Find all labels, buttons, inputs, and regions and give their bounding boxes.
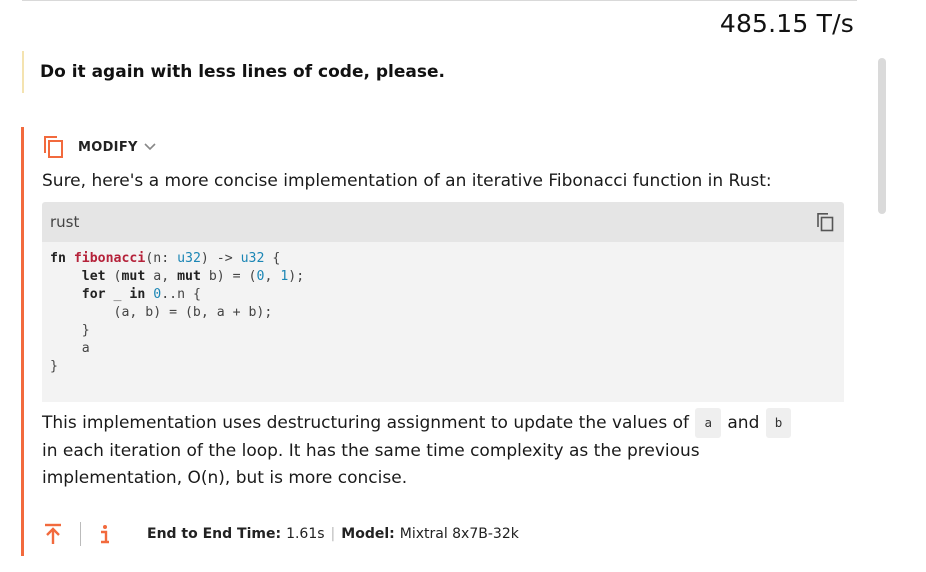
explanation-and: and bbox=[727, 413, 760, 433]
chevron-down-icon[interactable] bbox=[144, 143, 156, 151]
code-line: for _ in 0..n { bbox=[81, 287, 201, 302]
response-meta: End to End Time: 1.61s | Model: Mixtral … bbox=[147, 526, 519, 542]
explanation-text: This implementation uses destructuring a… bbox=[42, 413, 690, 433]
footer-divider bbox=[80, 522, 81, 546]
top-divider bbox=[22, 0, 857, 1]
arrow-up-icon[interactable] bbox=[44, 523, 62, 545]
info-icon[interactable] bbox=[99, 523, 111, 545]
code-language: rust bbox=[50, 213, 80, 231]
assistant-intro: Sure, here's a more concise implementati… bbox=[42, 171, 772, 191]
scrollbar-thumb[interactable] bbox=[878, 58, 886, 214]
copy-icon[interactable] bbox=[42, 135, 64, 159]
code-line: a bbox=[50, 341, 90, 356]
model-label: Model: bbox=[341, 526, 395, 542]
message-footer: End to End Time: 1.61s | Model: Mixtral … bbox=[42, 520, 519, 548]
inline-code-a: a bbox=[695, 408, 721, 438]
e2e-value: 1.61s bbox=[286, 526, 325, 542]
modify-menu[interactable]: MODIFY bbox=[42, 135, 156, 159]
e2e-label: End to End Time: bbox=[147, 526, 282, 542]
code-block: fn fibonacci(n: u32) -> u32 { let (mut a… bbox=[42, 242, 844, 402]
code-line: fn fibonacci(n: u32) -> u32 { bbox=[50, 251, 281, 266]
assistant-message: MODIFY Sure, here's a more concise imple… bbox=[21, 127, 851, 556]
code-line: (a, b) = (b, a + b); bbox=[50, 305, 273, 320]
code-line: } bbox=[50, 359, 58, 374]
model-value: Mixtral 8x7B-32k bbox=[399, 526, 519, 542]
tokens-per-second: 485.15 T/s bbox=[719, 9, 854, 38]
user-message-text: Do it again with less lines of code, ple… bbox=[40, 62, 445, 82]
modify-button[interactable]: MODIFY bbox=[78, 139, 138, 155]
explanation-continued: in each iteration of the loop. It has th… bbox=[42, 441, 700, 488]
code-block-header: rust bbox=[42, 202, 844, 242]
copy-code-icon[interactable] bbox=[816, 212, 834, 232]
user-message: Do it again with less lines of code, ple… bbox=[22, 51, 840, 93]
assistant-explanation: This implementation uses destructuring a… bbox=[42, 408, 842, 492]
meta-separator: | bbox=[330, 526, 336, 542]
code-line: let (mut a, mut b) = (0, 1); bbox=[81, 269, 305, 284]
code-line: } bbox=[50, 323, 90, 338]
inline-code-b: b bbox=[765, 408, 792, 438]
